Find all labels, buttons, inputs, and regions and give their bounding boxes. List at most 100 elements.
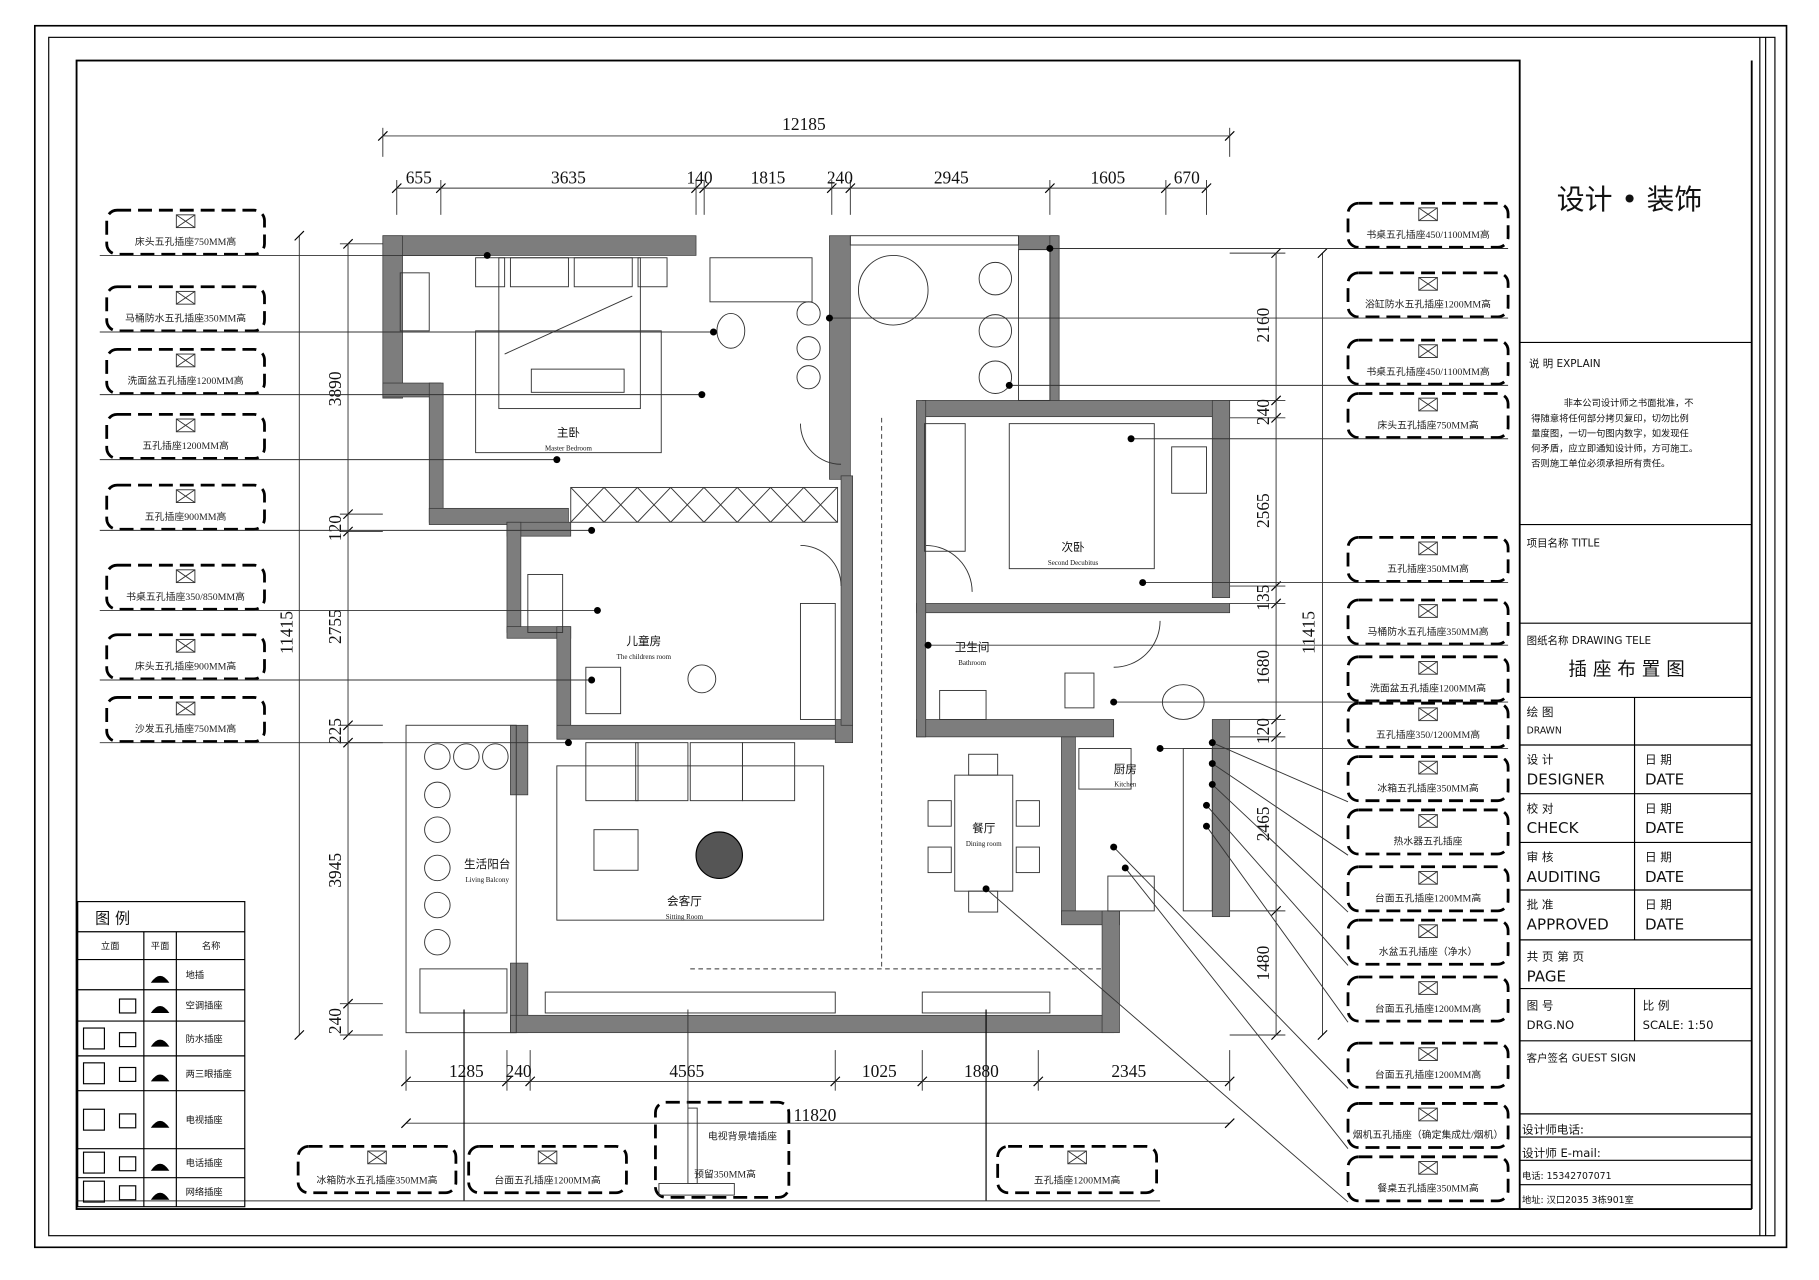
dimension-right: 1680 xyxy=(1253,650,1273,685)
designer-email-label: 设计师 E-mail: xyxy=(1522,1146,1601,1160)
callout-box xyxy=(105,412,266,460)
explain-text: 否则施工单位必须承担所有责任。 xyxy=(1531,458,1670,470)
socket-icon-cross xyxy=(176,569,196,583)
callout-left: 五孔插座1200MM高 xyxy=(105,412,266,460)
designer-phone-label: 设计师电话: xyxy=(1522,1123,1584,1137)
callout-box xyxy=(1346,271,1510,319)
socket-marker xyxy=(1110,698,1118,706)
dimension-top: 3635 xyxy=(551,168,586,188)
dimension-right: 135 xyxy=(1253,584,1273,610)
socket-icon-cross xyxy=(1418,760,1438,775)
callout-bottom: 台面五孔插座1200MM高 xyxy=(467,1144,628,1195)
scale-value: SCALE: 1:50 xyxy=(1643,1018,1714,1032)
plant xyxy=(424,781,451,809)
dimension-top-total: 12185 xyxy=(782,114,826,134)
title-label: 项目名称 TITLE xyxy=(1527,537,1600,550)
leader-line xyxy=(1212,763,1349,856)
socket-icon xyxy=(537,1150,558,1165)
callout-left: 书桌五孔插座350/850MM高 xyxy=(105,563,266,611)
legend-header: 名称 xyxy=(202,940,221,952)
date-label-en: DATE xyxy=(1645,770,1684,788)
date-label: 日 期 xyxy=(1645,801,1672,815)
socket-marker xyxy=(1208,739,1216,747)
dimension-left: 3945 xyxy=(325,853,345,888)
side-table xyxy=(695,831,744,879)
toilet xyxy=(716,312,746,349)
room-name-en: Second Decubitus xyxy=(1048,559,1099,567)
wall xyxy=(916,719,1115,738)
room-name: 生活阳台 xyxy=(464,857,510,871)
designer-label: 设 计 xyxy=(1527,753,1554,767)
auditing-label-en: AUDITING xyxy=(1527,868,1601,886)
callout-box xyxy=(1346,755,1510,803)
callout-box xyxy=(105,696,266,743)
chair xyxy=(585,666,622,715)
basin xyxy=(796,336,821,361)
drawing-name: 插 座 布 置 图 xyxy=(1568,659,1684,680)
callout-right: 烟机五孔插座（确定集成灶/烟机） xyxy=(1346,1102,1510,1149)
wardrobe-cross xyxy=(736,487,771,523)
door-swing xyxy=(925,544,973,592)
callout-text: 马桶防水五孔插座350MM高 xyxy=(125,312,246,325)
dimension-right: 2465 xyxy=(1253,806,1273,841)
sofa-seat xyxy=(741,742,796,802)
callout-right: 五孔插座350MM高 xyxy=(1346,535,1510,583)
socket-icon-cross xyxy=(1418,1107,1438,1122)
plant xyxy=(482,743,509,770)
callout-right: 餐桌五孔插座350MM高 xyxy=(1346,1155,1510,1203)
wall xyxy=(916,400,927,738)
socket-icon xyxy=(1418,1047,1438,1061)
tv-cabinet xyxy=(544,991,836,1014)
socket-icon xyxy=(1418,397,1438,412)
dimension-right: 240 xyxy=(1253,399,1273,425)
tall-cabinet xyxy=(1018,249,1051,401)
dimension-left: 120 xyxy=(325,515,345,541)
bed xyxy=(1008,423,1155,570)
callout-box xyxy=(467,1144,628,1195)
socket-elevation-icon xyxy=(118,1113,137,1129)
drawn-label-en: DRAWN xyxy=(1527,725,1562,736)
socket-icon xyxy=(1418,660,1438,675)
callout-box xyxy=(1346,808,1510,856)
callout-text: 餐桌五孔插座350MM高 xyxy=(1377,1182,1478,1195)
socket-marker xyxy=(1156,744,1164,752)
callout-right: 五孔插座350/1200MM高 xyxy=(1346,701,1510,749)
date-label: 日 期 xyxy=(1645,898,1672,912)
tv-label: 电视背景墙插座 xyxy=(708,1129,777,1142)
drawn-label: 绘 图 xyxy=(1527,705,1554,719)
callout-box xyxy=(1346,865,1510,913)
socket-marker xyxy=(593,606,601,614)
socket-icon xyxy=(1418,981,1438,995)
dimension-top: 140 xyxy=(686,168,712,188)
callout-text: 五孔插座900MM高 xyxy=(145,510,227,523)
bed-fold xyxy=(504,295,633,355)
socket-icon-cross xyxy=(1418,344,1438,358)
callout-right: 洗面盆五孔插座1200MM高 xyxy=(1346,655,1510,703)
callout-text: 五孔插座350/1200MM高 xyxy=(1376,728,1480,741)
room-name: 儿童房 xyxy=(626,634,661,648)
dimension-top: 1605 xyxy=(1090,168,1125,188)
dimension-top: 240 xyxy=(827,168,853,188)
guest-sign-label: 客户签名 GUEST SIGN xyxy=(1527,1052,1636,1065)
dining-chair xyxy=(968,890,999,913)
tv-socket-group xyxy=(658,1183,735,1196)
stool xyxy=(687,664,717,694)
brand-text: 设计 • 装饰 xyxy=(1557,183,1702,216)
laundry-counter xyxy=(419,968,508,1014)
dimension-bottom: 2345 xyxy=(1111,1061,1146,1081)
dimension-tick xyxy=(1224,1118,1235,1129)
dimension-left: 240 xyxy=(325,1008,345,1034)
auditing-label: 审 核 xyxy=(1527,850,1554,864)
socket-icon xyxy=(175,569,196,584)
callout-text: 床头五孔插座900MM高 xyxy=(135,660,236,673)
room-name-en: Master Bedroom xyxy=(545,444,593,452)
socket-icon xyxy=(1418,760,1438,775)
callout-text: 冰箱防水五孔插座350MM高 xyxy=(316,1173,437,1186)
leader-line xyxy=(985,888,1349,1203)
socket-icon xyxy=(1418,1160,1438,1175)
dimension-bottom: 240 xyxy=(506,1061,532,1081)
socket-marker xyxy=(924,641,932,649)
nightstand xyxy=(475,257,506,288)
dining-chair xyxy=(927,846,952,874)
